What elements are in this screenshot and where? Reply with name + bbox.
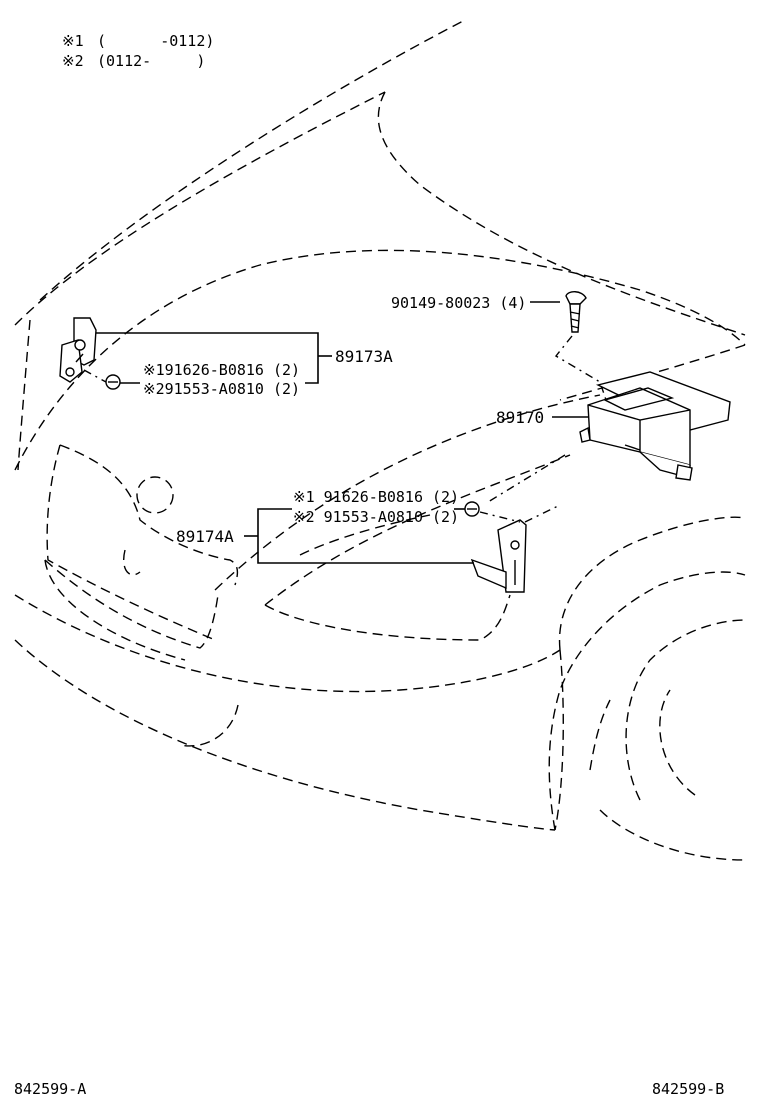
wheel-arch-inner (548, 571, 746, 831)
left-body-line (17, 319, 31, 471)
legend-range-2: (0112- ) (97, 52, 205, 70)
nut-right-leader (479, 511, 521, 523)
label-91553-right: ※2 91553-A0810 (2) (293, 508, 459, 526)
sensor-connector (74, 339, 86, 351)
label-91553-left: ※291553-A0810 (2) (143, 380, 300, 398)
wheel-arch-outer (558, 516, 746, 651)
footer-code-left: 842599-A (14, 1080, 86, 1098)
computer-leader (487, 454, 566, 503)
label-91626-right: ※1 91626-B0816 (2) (293, 488, 459, 506)
label-bolt: 90149-80023 (4) (391, 294, 526, 312)
bumper-bottom (14, 639, 556, 831)
computer-mount-left (579, 426, 591, 443)
plate-lower (44, 559, 186, 661)
grille-top (59, 444, 239, 586)
headlamp-outline (264, 594, 511, 641)
nut-left-leader (83, 369, 107, 383)
bracket-sensor-tab (470, 558, 507, 590)
tire-side (589, 699, 611, 771)
sensor-detail (75, 353, 84, 363)
bumper-top (14, 594, 561, 693)
bolt-thread-1 (569, 311, 581, 315)
bracket-sensor-hole (510, 540, 520, 550)
computer-label-strip (624, 444, 641, 451)
bolt-leader (554, 335, 607, 401)
nut-right[interactable] (464, 501, 480, 517)
nut-left[interactable] (105, 374, 121, 390)
front-sensor-right[interactable] (470, 519, 527, 593)
emblem-outline (136, 476, 174, 514)
grille-detail (123, 549, 141, 576)
hood-crease (14, 249, 746, 471)
headlamp-top (299, 514, 431, 556)
sensor-hole (65, 367, 75, 377)
callout-89173a-bracket (96, 332, 319, 384)
computer-mount-right (675, 464, 693, 481)
bolt-shank (569, 303, 581, 333)
legend-mark-2: ※2 (62, 52, 84, 70)
cowl-line (39, 19, 466, 301)
bolt-head (565, 291, 587, 305)
label-91626-left: ※191626-B0816 (2) (143, 361, 300, 379)
legend-range-1: ( -0112) (97, 32, 214, 50)
fender-top (559, 344, 746, 401)
vehicle-outline (14, 19, 746, 861)
label-89174a: 89174A (176, 527, 234, 546)
grille-side (46, 444, 216, 641)
tire-bottom (599, 809, 746, 861)
hood-edge-top (377, 91, 746, 336)
computer-top-detail (603, 387, 675, 411)
bolt-thread-2 (570, 318, 580, 322)
label-89170: 89170 (496, 408, 544, 427)
bolt-thread-3 (570, 325, 580, 329)
legend-mark-1: ※1 (62, 32, 84, 50)
bumper-vent (179, 704, 239, 747)
front-sensor-left[interactable] (59, 317, 97, 383)
front-corner (554, 649, 564, 831)
bolt[interactable] (565, 291, 587, 333)
plate-area (44, 559, 219, 649)
tire-inner (659, 689, 696, 796)
tire-outline (625, 619, 746, 801)
legend: ※1 ( -0112) ※2 (0112- ) (62, 32, 214, 70)
airbag-computer[interactable] (579, 371, 731, 481)
hood-edge-left (14, 91, 386, 326)
hood-front-edge (214, 394, 601, 591)
footer-code-right: 842599-B (652, 1080, 724, 1098)
bracket-leader (524, 504, 561, 523)
label-89173a: 89173A (335, 347, 393, 366)
